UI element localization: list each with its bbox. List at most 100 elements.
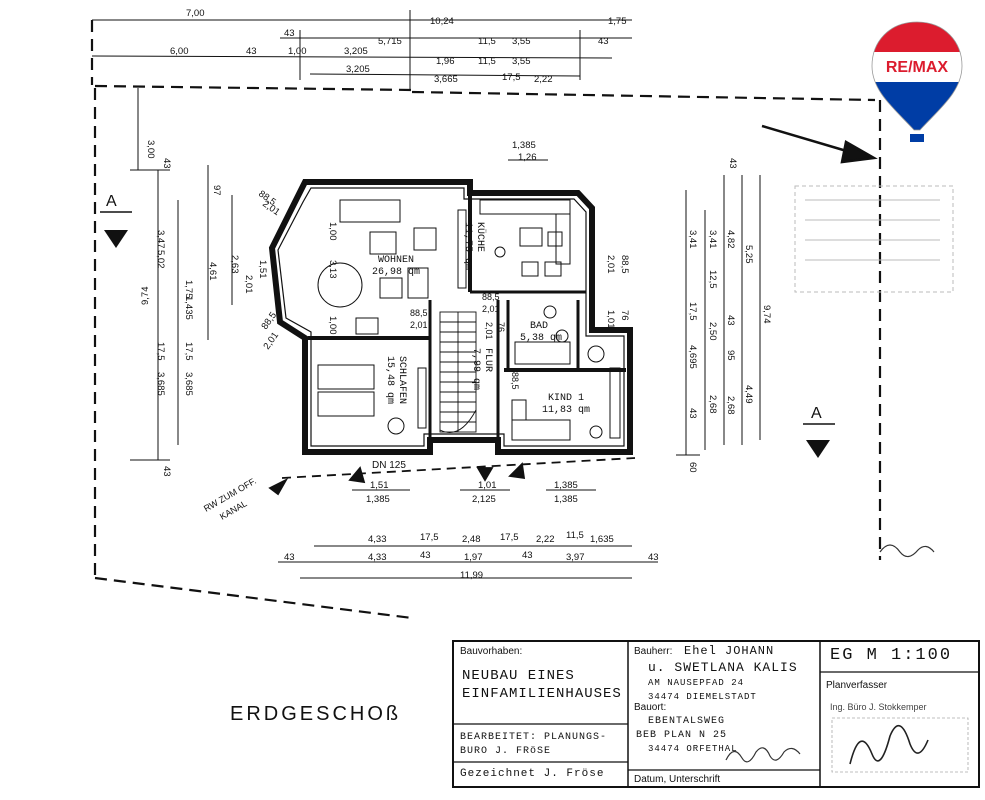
svg-text:A: A [106,193,117,210]
svg-text:88,5: 88,5 [410,308,428,318]
svg-text:2,50: 2,50 [707,322,718,341]
svg-text:88,5: 88,5 [619,255,630,274]
project-title-line1: NEUBAU EINES [462,668,575,684]
room-name-flur: FLUR [482,348,493,372]
room-name-kueche: KÜCHE [474,222,487,252]
svg-text:3,205: 3,205 [344,46,368,57]
planverfasser-label: Planverfasser [826,680,888,691]
bearbeitet-line: BEARBEITET: PLANUNGS- [460,732,608,743]
svg-text:4,33: 4,33 [368,552,387,563]
svg-text:1,01: 1,01 [605,310,616,329]
svg-text:43: 43 [522,550,533,561]
svg-text:4,33: 4,33 [368,534,387,545]
svg-text:43: 43 [284,28,295,39]
svg-text:17,5: 17,5 [500,532,519,543]
svg-text:43: 43 [648,552,659,563]
svg-text:1,51: 1,51 [370,480,389,491]
svg-text:2,01: 2,01 [482,304,500,314]
svg-text:43: 43 [246,46,257,57]
bauvorhaben-label: Bauvorhaben: [460,646,523,657]
bauort-city: 34474 ORFETHAL [648,744,738,754]
svg-text:6,00: 6,00 [170,46,189,57]
svg-text:11,99: 11,99 [460,570,483,581]
svg-text:17,5: 17,5 [687,302,698,321]
svg-text:43: 43 [727,158,738,169]
svg-text:2,22: 2,22 [534,74,553,85]
svg-text:17,5: 17,5 [420,532,439,543]
right-dimension-texts: 3,41 17,5 4,695 43 3,41 12,5 2,50 2,68 6… [605,158,772,473]
faded-stamp [794,185,954,293]
bauherr-signature [725,747,801,763]
svg-text:11,5: 11,5 [478,36,496,47]
svg-text:3,13: 3,13 [327,260,338,279]
svg-text:1,96: 1,96 [436,56,455,67]
svg-text:2,63: 2,63 [229,255,240,274]
svg-text:3,41: 3,41 [707,230,718,249]
furniture [317,199,621,441]
svg-text:2,48: 2,48 [462,534,481,545]
svg-text:3,665: 3,665 [434,74,458,85]
svg-text:76: 76 [619,310,630,321]
interior-dimensions: 88,5 2,01 88,5 2,01 76 2,01 88,5 [410,292,520,390]
svg-text:RE/MAX: RE/MAX [886,59,949,76]
bauort-label: Bauort: [634,702,667,713]
svg-text:10,24: 10,24 [430,16,454,27]
bauherr-name: Ehel JOHANN [684,644,775,658]
svg-text:1,00: 1,00 [327,222,338,241]
section-marker-right: A [803,405,835,458]
svg-text:2,01: 2,01 [261,330,281,351]
svg-text:4,49: 4,49 [743,385,754,404]
left-dimension-lines [130,88,233,461]
room-labels: WOHNEN 26,98 qm KÜCHE 11,75 qm BAD 5,38 … [372,222,590,416]
svg-text:17,5: 17,5 [183,342,194,361]
svg-text:1,51: 1,51 [257,260,268,279]
project-title-line2: EINFAMILIENHAUSES [462,686,622,702]
svg-text:9,74: 9,74 [140,287,151,306]
datum-label: Datum, Unterschrift [634,774,721,785]
remax-balloon-logo: RE/MAX [871,21,963,142]
bottom-dimension-lines [278,489,658,579]
building-walls [268,179,633,455]
svg-text:1,97: 1,97 [464,552,483,563]
svg-text:5,25: 5,25 [743,245,754,264]
svg-text:1,01: 1,01 [478,480,497,491]
svg-text:2,01: 2,01 [243,275,254,294]
svg-text:11,5: 11,5 [478,56,496,67]
svg-text:2,01: 2,01 [484,322,494,340]
svg-text:3,685: 3,685 [183,372,194,396]
svg-text:43: 43 [420,550,431,561]
svg-text:88,5: 88,5 [510,372,520,390]
room-area-kind: 11,83 qm [542,405,590,416]
svg-text:1,00: 1,00 [327,316,338,335]
svg-text:2,125: 2,125 [472,494,496,505]
svg-text:9,74: 9,74 [761,305,772,324]
svg-text:60: 60 [687,462,698,473]
dn-label: DN 125 [372,460,406,471]
floor-label: ERDGESCHOß [230,703,401,725]
planverfasser-name: Ing. Büro J. Stokkemper [830,702,927,712]
room-name-bad: BAD [530,321,548,332]
svg-text:12,5: 12,5 [707,270,718,289]
svg-text:4,82: 4,82 [725,230,736,249]
title-block-grid [452,640,980,788]
svg-text:4,61: 4,61 [207,262,218,281]
svg-text:17,5: 17,5 [502,72,521,83]
scale-label: EG M 1:100 [830,646,953,665]
svg-text:43: 43 [161,158,172,169]
section-marker-left: A [100,193,132,248]
room-area-flur: 7,99 qm [470,348,481,390]
svg-text:76: 76 [496,322,506,332]
svg-text:17,5: 17,5 [155,342,166,361]
svg-text:1,385: 1,385 [512,140,536,151]
svg-text:1,435: 1,435 [183,296,194,320]
svg-text:7,00: 7,00 [186,8,205,19]
buro-line: BURO J. FRöSE [460,746,552,757]
svg-text:2,68: 2,68 [725,396,736,415]
room-name-wohnen: WOHNEN [378,255,414,266]
drain-label: RW ZUM OFF. KANAL [202,476,258,522]
svg-text:2,22: 2,22 [536,534,555,545]
signature-mark-right [879,544,935,558]
svg-text:2,01: 2,01 [260,198,281,218]
svg-text:43: 43 [598,36,609,47]
